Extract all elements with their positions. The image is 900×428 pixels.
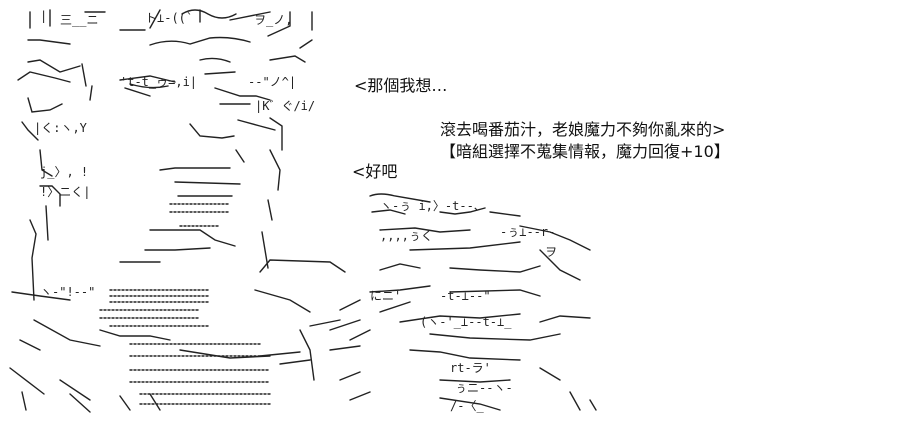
art-glyph-13: ,,,,ぅく: [380, 229, 433, 243]
eye-right: [204, 71, 276, 131]
art-glyph-1: |: [40, 9, 47, 23]
dialogue-line-4: <好吧: [352, 162, 398, 181]
art-glyph-21: /-〈_: [450, 399, 484, 413]
jaw: [119, 229, 346, 273]
face-left-contour: [21, 97, 63, 301]
eye-left: [119, 75, 176, 97]
art-glyph-6: -‐"ノ^|: [248, 75, 296, 89]
mouth: [159, 167, 241, 197]
hand-fingers: [369, 241, 581, 297]
dialogue-line-1: <那個我想…: [354, 76, 448, 95]
art-glyph-17: -t-⊥--": [440, 289, 491, 303]
art-glyph-19: rt-ラ': [450, 361, 491, 375]
art-glyph-11: ヽ-"!-‐": [40, 285, 95, 299]
dialogue-line-3: 【暗組選擇不蒐集情報，魔力回復+10】: [440, 142, 730, 161]
art-glyph-7: |K゛ぐ/i/: [255, 99, 315, 113]
neck-shading: [99, 203, 271, 405]
shoulder-right: [254, 289, 341, 381]
hair-strokes: [29, 9, 313, 49]
art-glyph-4: ヲ_ノ,: [254, 13, 292, 27]
art-glyph-14: -ぅ⊥--r-: [500, 225, 555, 239]
art-glyph-8: |く:ヽ,Y: [34, 121, 88, 135]
art-glyph-9: j_〉, !: [40, 165, 88, 179]
shoulder-left: [9, 291, 101, 413]
collar: [99, 329, 271, 411]
hand-sleeve: [329, 345, 597, 411]
art-glyph-3: ト⊥-((`: [145, 11, 193, 25]
art-glyph-18: (ヽ-'_⊥--t-⊥_: [420, 315, 512, 329]
art-glyph-10: !〉ニく|: [40, 185, 90, 199]
art-glyph-16: にニ': [370, 289, 401, 303]
art-glyph-12: ヽ-ぅ i,〉-t--、: [380, 199, 486, 213]
art-glyph-15: ヲ: [545, 245, 557, 259]
art-glyph-20: ぅニ--ヽ-: [455, 381, 513, 395]
hair-curls: [149, 9, 306, 63]
hand-outline: [369, 193, 591, 251]
dialogue-line-2: 滾去喝番茄汁，老娘魔力不夠你亂來的>: [440, 120, 726, 139]
cheek-right: [261, 117, 283, 269]
nose: [189, 123, 245, 163]
art-glyph-2: 三__ニ: [60, 13, 98, 27]
hair-outline-left: [17, 39, 93, 101]
art-glyph-5: 't-t_ゥ=,i|: [120, 75, 197, 89]
hand-wrist: [329, 299, 591, 341]
